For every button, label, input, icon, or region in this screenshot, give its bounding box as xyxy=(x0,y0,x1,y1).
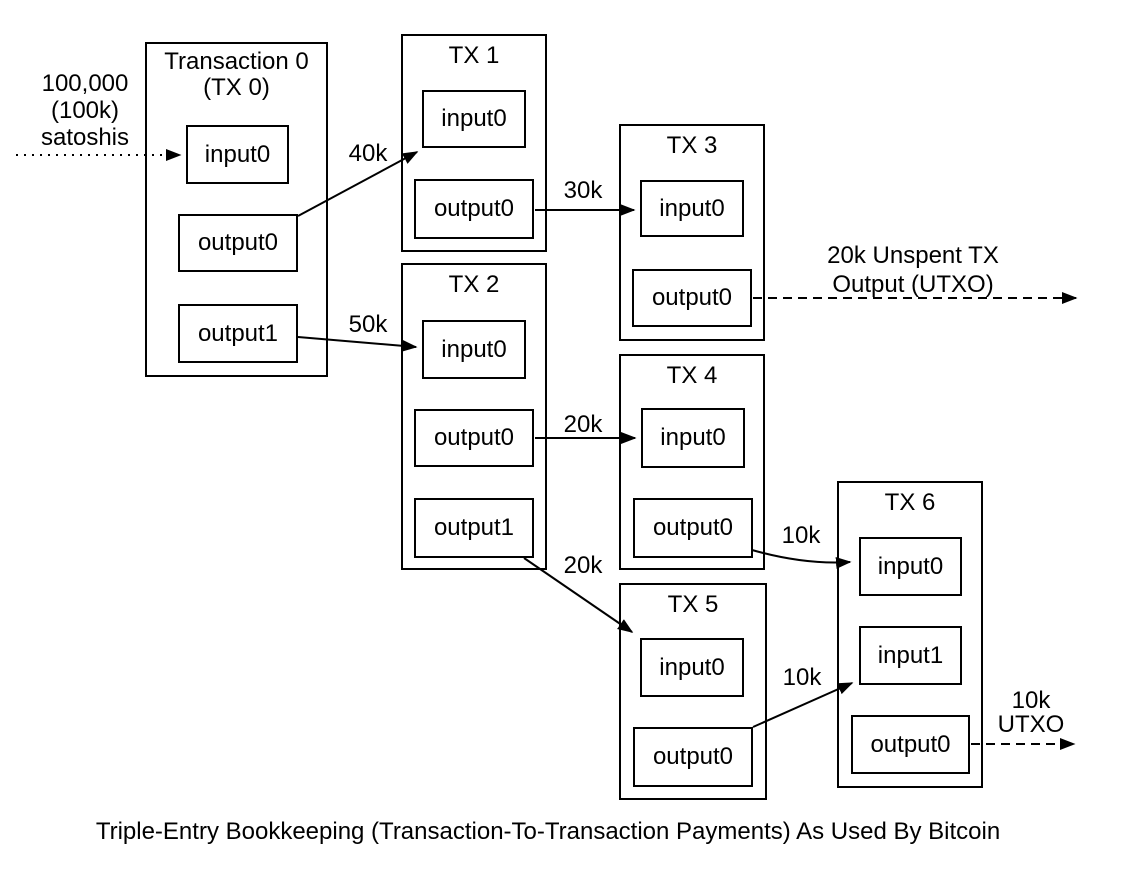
utxo-label-20k-line1: 20k Unspent TX xyxy=(827,242,999,269)
flow-label-20k-tx4: 20k xyxy=(563,411,603,438)
tx6-title: TX 6 xyxy=(884,489,936,516)
utxo-label-10k: 10k UTXO xyxy=(996,689,1066,737)
transaction-box-tx2: TX 2 input0 output0 output1 xyxy=(401,263,547,570)
utxo-label-10k-line2: UTXO xyxy=(997,711,1065,738)
source-amount-label: 100,000 (100k) satoshis xyxy=(14,70,156,151)
utxo-label-10k-line1: 10k xyxy=(1011,687,1051,714)
transaction-box-tx4: TX 4 input0 output0 xyxy=(619,354,765,570)
tx4-slot-output0: output0 xyxy=(633,498,753,558)
tx1-slot-output0: output0 xyxy=(414,179,534,239)
tx3-slot-input0: input0 xyxy=(640,180,744,237)
tx4-slot-input0: input0 xyxy=(641,408,745,468)
tx1-slot-input0: input0 xyxy=(422,90,526,148)
tx0-slot-output1: output1 xyxy=(178,304,298,363)
tx2-slot-input0: input0 xyxy=(422,320,526,379)
source-amount-line1: 100,000 xyxy=(41,70,129,97)
tx6-slot-input1: input1 xyxy=(859,626,962,685)
utxo-label-20k-line2: Output (UTXO) xyxy=(832,271,994,298)
flow-label-10k-tx6-input0: 10k xyxy=(781,522,821,549)
tx0-title-line2: (TX 0) xyxy=(203,74,270,101)
flow-label-40k: 40k xyxy=(348,140,388,167)
utxo-label-20k: 20k Unspent TX Output (UTXO) xyxy=(813,241,1013,299)
flow-label-30k: 30k xyxy=(563,177,603,204)
tx5-slot-input0: input0 xyxy=(640,638,744,697)
transaction-box-tx6: TX 6 input0 input1 output0 xyxy=(837,481,983,788)
tx2-slot-output1: output1 xyxy=(414,498,534,558)
transaction-box-tx5: TX 5 input0 output0 xyxy=(619,583,767,800)
tx5-slot-output0: output0 xyxy=(633,727,753,787)
tx5-title: TX 5 xyxy=(667,591,719,618)
source-amount-line3: satoshis xyxy=(40,124,130,151)
tx2-slot-output0: output0 xyxy=(414,409,534,467)
transaction-box-tx3: TX 3 input0 output0 xyxy=(619,124,765,341)
flow-label-10k-tx6-input1: 10k xyxy=(782,664,822,691)
flow-label-20k-tx5: 20k xyxy=(563,552,603,579)
arrow-10k-tx6-input0 xyxy=(751,549,852,569)
diagram-caption: Triple-Entry Bookkeeping (Transaction-To… xyxy=(95,818,1001,845)
tx0-title: Transaction 0 (TX 0) xyxy=(147,49,326,101)
transaction-box-tx0: Transaction 0 (TX 0) input0 output0 outp… xyxy=(145,42,328,377)
tx2-title: TX 2 xyxy=(448,271,500,298)
flow-label-50k: 50k xyxy=(348,311,388,338)
tx3-title: TX 3 xyxy=(666,132,718,159)
tx0-slot-output0: output0 xyxy=(178,214,298,272)
tx6-slot-output0: output0 xyxy=(851,715,970,774)
tx6-slot-input0: input0 xyxy=(859,537,962,596)
tx1-title: TX 1 xyxy=(448,42,500,69)
tx3-slot-output0: output0 xyxy=(632,269,752,327)
tx4-title: TX 4 xyxy=(666,362,718,389)
tx0-title-line1: Transaction 0 xyxy=(164,48,309,75)
tx0-slot-input0: input0 xyxy=(186,125,289,184)
source-amount-line2: (100k) xyxy=(50,97,120,124)
transaction-box-tx1: TX 1 input0 output0 xyxy=(401,34,547,252)
